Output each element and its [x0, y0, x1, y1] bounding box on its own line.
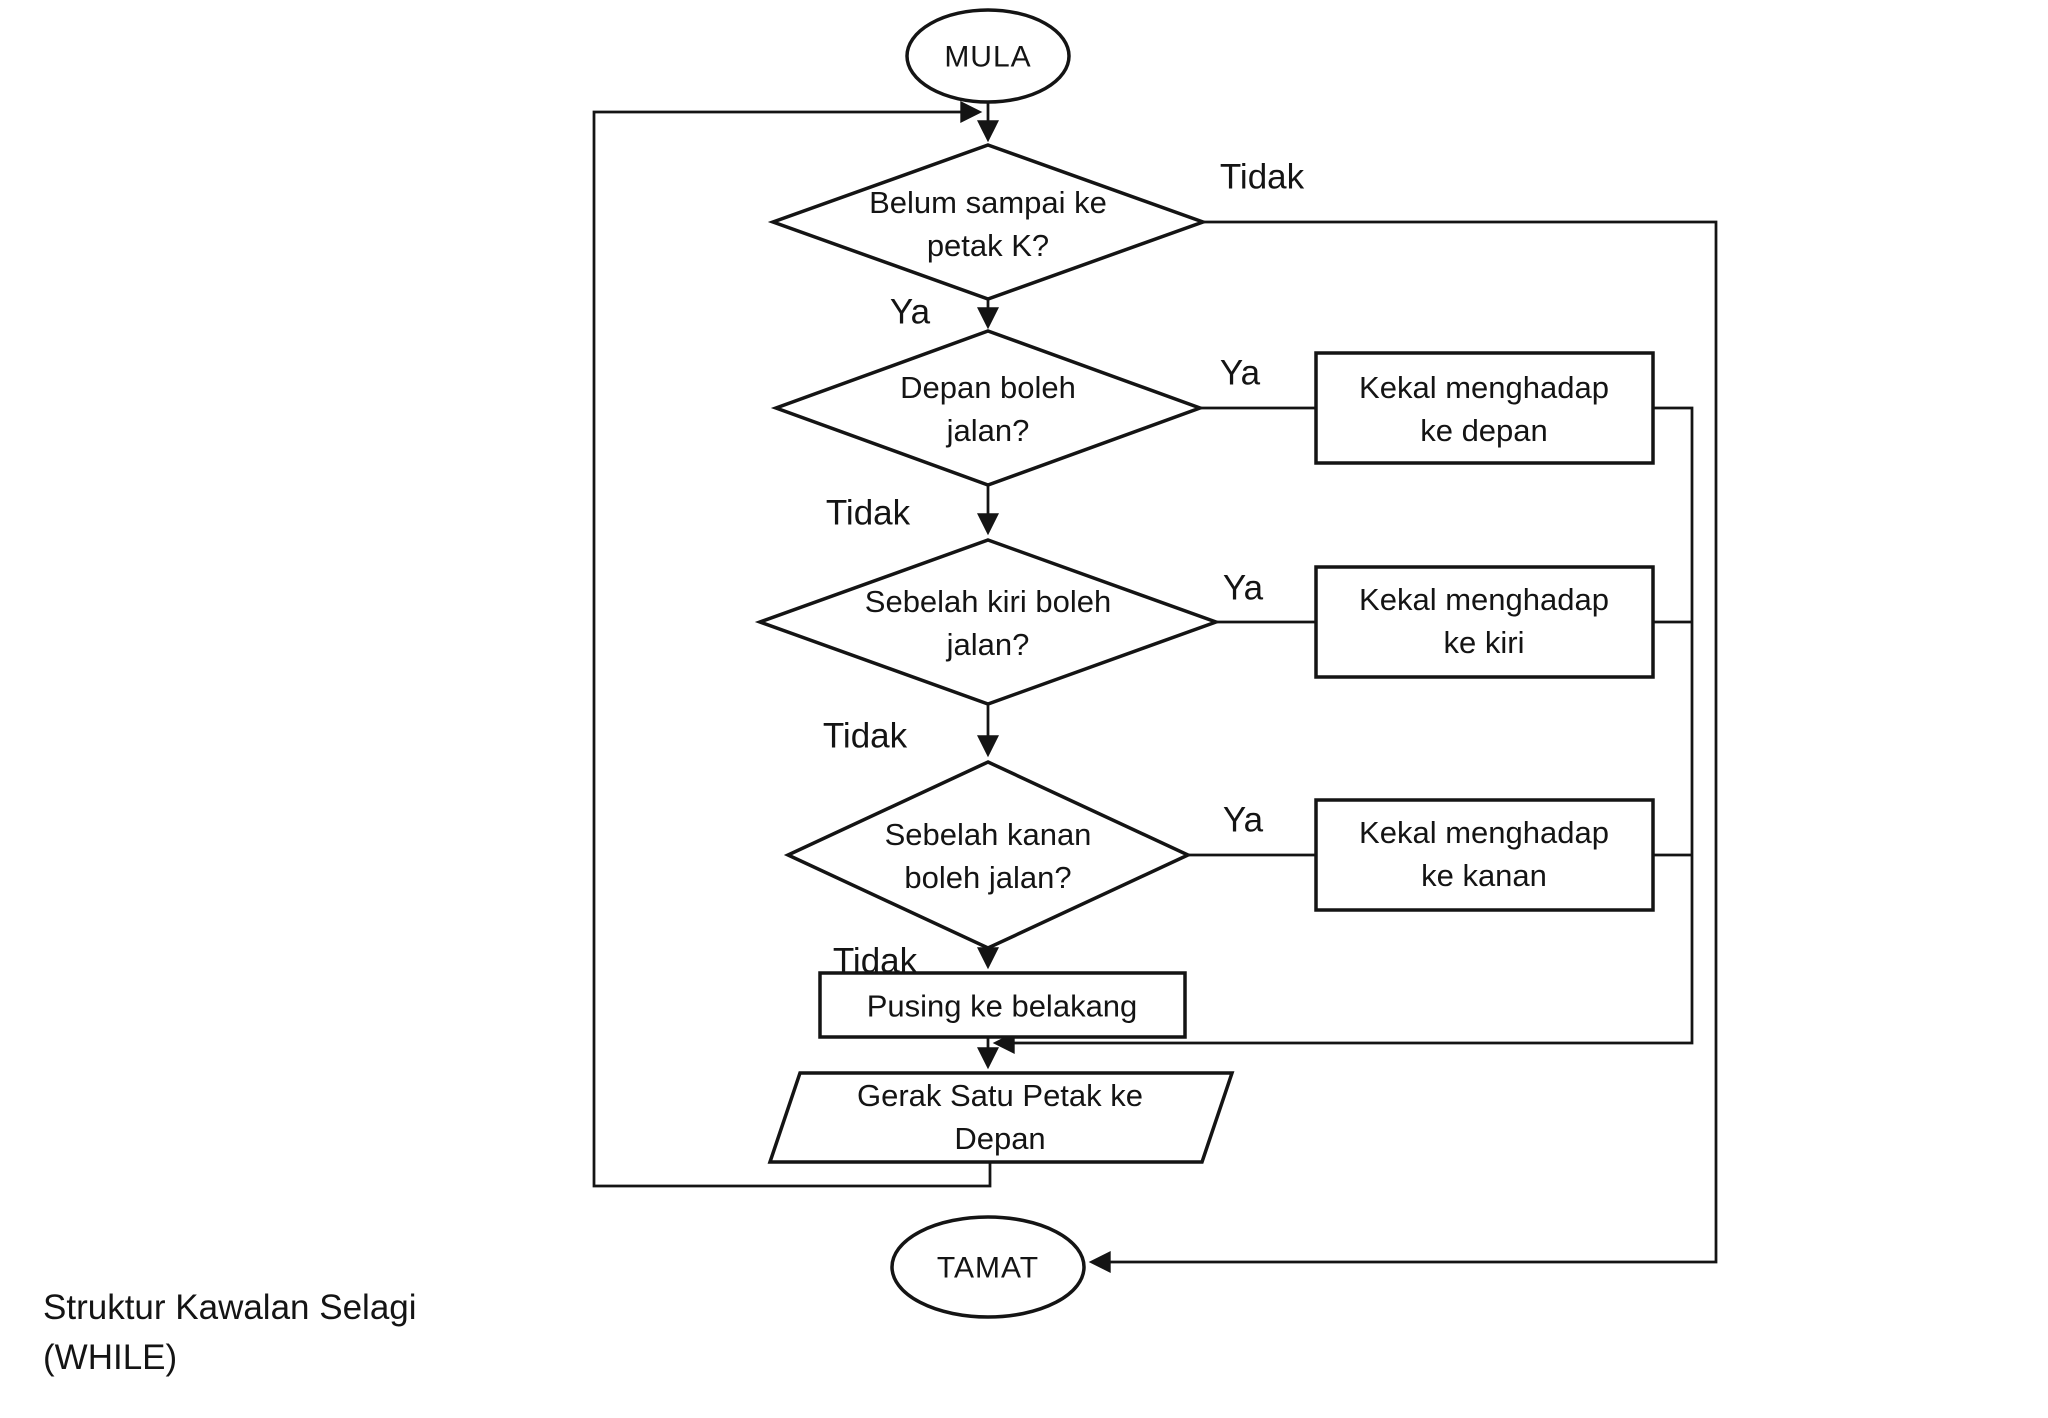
process-face-right-line1: Kekal menghadap — [1359, 815, 1609, 850]
edge-reached-k-no-to-end — [1088, 220, 1718, 1273]
process-turn-back-box — [818, 971, 1187, 1039]
io-move-forward-parallelogram — [767, 1071, 1235, 1164]
reached-k-yes-label: Ya — [889, 292, 931, 332]
edge-face-forward-merge — [992, 406, 1694, 1054]
process-face-forward-line2: ke depan — [1420, 413, 1548, 448]
diagram-caption: Struktur Kawalan Selagi (WHILE) — [43, 1283, 417, 1383]
io-move-forward-label: Gerak Satu Petak ke Depan — [857, 1074, 1143, 1160]
decision-front-clear-line2: jalan? — [946, 413, 1030, 448]
end-terminal-oval — [890, 1215, 1086, 1319]
io-move-forward-line2: Depan — [954, 1121, 1046, 1156]
edge-loop-return — [592, 101, 992, 1188]
decision-front-clear-label: Depan boleh jalan? — [900, 366, 1076, 452]
right-clear-yes-label: Ya — [1222, 800, 1264, 840]
decision-left-clear-label: Sebelah kiri boleh jalan? — [865, 580, 1111, 666]
decision-right-clear-label: Sebelah kanan boleh jalan? — [885, 813, 1092, 899]
process-face-left-label: Kekal menghadap ke kiri — [1359, 578, 1609, 664]
decision-reached-k-diamond — [767, 143, 1209, 301]
diagram-caption-line2: (WHILE) — [43, 1338, 178, 1377]
decision-left-clear-line2: jalan? — [946, 627, 1030, 662]
decision-front-clear-line1: Depan boleh — [900, 370, 1076, 405]
process-face-left-line1: Kekal menghadap — [1359, 582, 1609, 617]
right-clear-no-label: Tidak — [832, 941, 918, 981]
process-face-left-line2: ke kiri — [1443, 625, 1525, 660]
diagram-caption-line1: Struktur Kawalan Selagi — [43, 1288, 417, 1327]
process-face-right-line2: ke kanan — [1421, 858, 1547, 893]
decision-right-clear-line1: Sebelah kanan — [884, 817, 1092, 852]
io-move-forward-line1: Gerak Satu Petak ke — [856, 1078, 1144, 1113]
left-clear-no-label: Tidak — [822, 716, 908, 756]
decision-left-clear-diamond — [754, 538, 1222, 706]
end-terminal-label: TAMAT — [936, 1251, 1040, 1285]
decision-reached-k-line2: petak K? — [926, 228, 1050, 263]
decision-reached-k-line1: Belum sampai ke — [869, 185, 1107, 220]
decision-front-clear-diamond — [770, 329, 1206, 487]
process-face-right-label: Kekal menghadap ke kanan — [1359, 811, 1609, 897]
process-face-forward-box — [1314, 351, 1655, 465]
front-clear-no-label: Tidak — [825, 493, 911, 533]
process-turn-back-label: Pusing ke belakang — [866, 988, 1138, 1024]
process-face-right-box — [1314, 798, 1655, 912]
process-face-left-box — [1314, 565, 1655, 679]
process-face-forward-label: Kekal menghadap ke depan — [1359, 366, 1609, 452]
decision-right-clear-line2: boleh jalan? — [904, 860, 1072, 895]
decision-left-clear-line1: Sebelah kiri boleh — [864, 584, 1112, 619]
reached-k-no-label: Tidak — [1219, 157, 1305, 197]
process-face-forward-line1: Kekal menghadap — [1359, 370, 1609, 405]
start-terminal-label: MULA — [944, 40, 1032, 74]
left-clear-yes-label: Ya — [1222, 568, 1264, 608]
start-terminal-oval — [905, 8, 1071, 104]
decision-right-clear-diamond — [783, 760, 1193, 950]
decision-reached-k-label: Belum sampai ke petak K? — [869, 181, 1107, 267]
front-clear-yes-label: Ya — [1219, 353, 1261, 393]
